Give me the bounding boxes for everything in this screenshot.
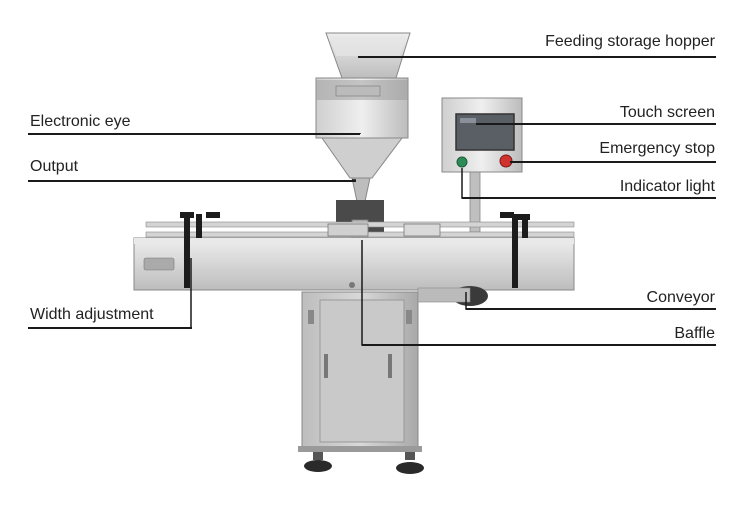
label-baffle: Baffle xyxy=(674,325,715,342)
label-output: Output xyxy=(30,158,79,175)
output-rule xyxy=(28,180,356,182)
indicator-light-rule xyxy=(462,197,716,199)
conveyor-rule xyxy=(466,308,716,310)
cabinet xyxy=(298,291,422,452)
label-electronic-eye: Electronic eye xyxy=(30,113,131,130)
label-indicator-light: Indicator light xyxy=(619,178,715,195)
label-feeding-storage-hopper: Feeding storage hopper xyxy=(545,33,715,50)
hopper xyxy=(325,32,411,79)
touch-screen-rule xyxy=(476,123,716,125)
label-touch-screen: Touch screen xyxy=(619,104,715,121)
hopper-rule xyxy=(358,56,716,58)
baffle-rule xyxy=(362,344,716,346)
emergency-stop-rule xyxy=(510,161,716,163)
label-emergency-stop: Emergency stop xyxy=(599,140,715,157)
head-unit xyxy=(315,77,409,207)
width-adjusters xyxy=(180,212,530,288)
width-adjustment-rule xyxy=(28,327,192,329)
label-conveyor: Conveyor xyxy=(646,289,715,306)
feet xyxy=(304,452,424,474)
electronic-eye-rule xyxy=(28,133,360,135)
label-width-adjustment: Width adjustment xyxy=(30,306,154,323)
control-panel xyxy=(441,97,523,233)
baffle xyxy=(327,223,441,237)
